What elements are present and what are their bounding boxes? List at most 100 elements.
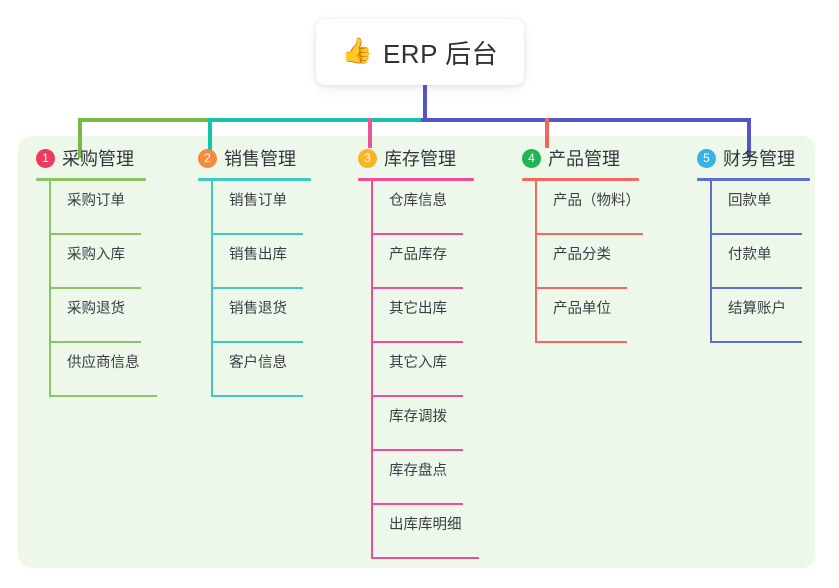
branch-item-label: 库存盘点 — [389, 462, 447, 479]
branch-item[interactable]: 销售退货 — [211, 289, 311, 343]
branch-column-3: 3 库存管理 仓库信息产品库存其它出库其它入库库存调拨库存盘点出库库明细 — [358, 145, 479, 559]
branch-item-rail — [371, 397, 373, 451]
branch-item-label: 出库库明细 — [389, 516, 462, 533]
branch-title-4: 产品管理 — [548, 149, 620, 169]
branch-item-underline — [371, 449, 463, 451]
branch-column-2: 2 销售管理 销售订单销售出库销售退货客户信息 — [198, 145, 311, 397]
branch-item[interactable]: 其它出库 — [371, 289, 474, 343]
branch-item-label: 回款单 — [728, 192, 772, 209]
branch-item-rail — [211, 181, 213, 235]
branch-items-5: 回款单付款单结算账户 — [710, 181, 810, 343]
branch-items-3: 仓库信息产品库存其它出库其它入库库存调拨库存盘点出库库明细 — [371, 181, 479, 559]
branch-item-underline — [535, 287, 627, 289]
branch-item-underline — [710, 341, 802, 343]
branch-badge-5: 5 — [697, 148, 716, 168]
branch-item-underline — [371, 341, 463, 343]
branch-column-1: 1 采购管理 采购订单采购入库采购退货供应商信息 — [36, 145, 157, 397]
branch-item[interactable]: 产品（物料） — [535, 181, 643, 235]
branch-item-underline — [371, 233, 463, 235]
branch-item-underline — [49, 287, 141, 289]
connector-drop-3 — [368, 118, 372, 148]
branch-item-rail — [211, 235, 213, 289]
branch-header-2[interactable]: 2 销售管理 — [198, 145, 311, 178]
branch-item-label: 销售出库 — [229, 246, 287, 263]
branch-item-label: 库存调拨 — [389, 408, 447, 425]
branch-item[interactable]: 采购退货 — [49, 289, 146, 343]
branch-item[interactable]: 销售订单 — [211, 181, 311, 235]
branch-item-label: 供应商信息 — [67, 354, 140, 371]
branch-item[interactable]: 出库库明细 — [371, 505, 479, 559]
root-node[interactable]: 👍 ERP 后台 — [316, 19, 524, 85]
branch-item-rail — [49, 343, 51, 397]
branch-rule-2 — [198, 178, 311, 181]
branch-header-3[interactable]: 3 库存管理 — [358, 145, 474, 178]
branch-item-rail — [211, 289, 213, 343]
branch-item-underline — [371, 287, 463, 289]
branch-item[interactable]: 销售出库 — [211, 235, 311, 289]
branch-item-rail — [371, 289, 373, 343]
branch-item[interactable]: 产品单位 — [535, 289, 640, 343]
branch-badge-3: 3 — [358, 148, 377, 168]
branch-item-label: 产品库存 — [389, 246, 447, 263]
branch-item-label: 其它出库 — [389, 300, 447, 317]
branch-item-underline — [371, 395, 463, 397]
branch-header-1[interactable]: 1 采购管理 — [36, 145, 146, 178]
branch-item-rail — [49, 235, 51, 289]
branch-item-underline — [535, 233, 643, 235]
branch-item-label: 产品分类 — [553, 246, 611, 263]
branch-item-label: 产品单位 — [553, 300, 611, 317]
branch-item-label: 采购入库 — [67, 246, 125, 263]
branch-item-underline — [371, 503, 463, 505]
connector-bus-blue — [421, 118, 751, 122]
branch-title-5: 财务管理 — [723, 149, 795, 169]
branch-item-label: 采购退货 — [67, 300, 125, 317]
branch-item[interactable]: 产品分类 — [535, 235, 640, 289]
branch-item-label: 采购订单 — [67, 192, 125, 209]
branch-rule-5 — [697, 178, 810, 181]
mindmap-panel — [18, 136, 815, 568]
branch-item[interactable]: 客户信息 — [211, 343, 311, 397]
branch-items-2: 销售订单销售出库销售退货客户信息 — [211, 181, 311, 397]
connector-drop-5 — [747, 118, 751, 158]
branch-item-label: 客户信息 — [229, 354, 287, 371]
branch-item-underline — [211, 233, 303, 235]
branch-item-rail — [371, 235, 373, 289]
branch-item[interactable]: 产品库存 — [371, 235, 474, 289]
branch-item[interactable]: 结算账户 — [710, 289, 810, 343]
branch-item-underline — [535, 341, 627, 343]
branch-item-underline — [49, 233, 141, 235]
branch-header-4[interactable]: 4 产品管理 — [522, 145, 640, 178]
connector-drop-4 — [545, 118, 549, 148]
branch-item[interactable]: 库存盘点 — [371, 451, 474, 505]
branch-item-label: 其它入库 — [389, 354, 447, 371]
branch-item-underline — [710, 233, 802, 235]
branch-item[interactable]: 回款单 — [710, 181, 810, 235]
connector-drop-1 — [78, 118, 82, 158]
branch-rule-4 — [522, 178, 639, 181]
branch-item[interactable]: 采购订单 — [49, 181, 146, 235]
branch-item-rail — [371, 181, 373, 235]
branch-item-underline — [49, 341, 141, 343]
thumbs-up-icon: 👍 — [341, 36, 373, 65]
branch-item[interactable]: 采购入库 — [49, 235, 146, 289]
branch-column-4: 4 产品管理 产品（物料） 产品分类产品单位 — [522, 145, 643, 343]
branch-item-rail — [371, 505, 373, 559]
branch-item-underline — [49, 395, 157, 397]
connector-bus-green — [78, 118, 211, 122]
branch-item[interactable]: 付款单 — [710, 235, 810, 289]
branch-item-label: 仓库信息 — [389, 192, 447, 209]
branch-item-label: 付款单 — [728, 246, 772, 263]
branch-item-rail — [710, 181, 712, 235]
branch-item-label: 销售订单 — [229, 192, 287, 209]
branch-item[interactable]: 其它入库 — [371, 343, 474, 397]
branch-item-underline — [371, 557, 479, 559]
branch-item-rail — [49, 289, 51, 343]
branch-item-underline — [710, 287, 802, 289]
branch-item[interactable]: 供应商信息 — [49, 343, 157, 397]
branch-item[interactable]: 仓库信息 — [371, 181, 474, 235]
branch-item-rail — [535, 235, 537, 289]
branch-items-4: 产品（物料） 产品分类产品单位 — [535, 181, 643, 343]
branch-header-5[interactable]: 5 财务管理 — [697, 145, 810, 178]
branch-item[interactable]: 库存调拨 — [371, 397, 474, 451]
connector-bus-teal — [208, 118, 424, 122]
